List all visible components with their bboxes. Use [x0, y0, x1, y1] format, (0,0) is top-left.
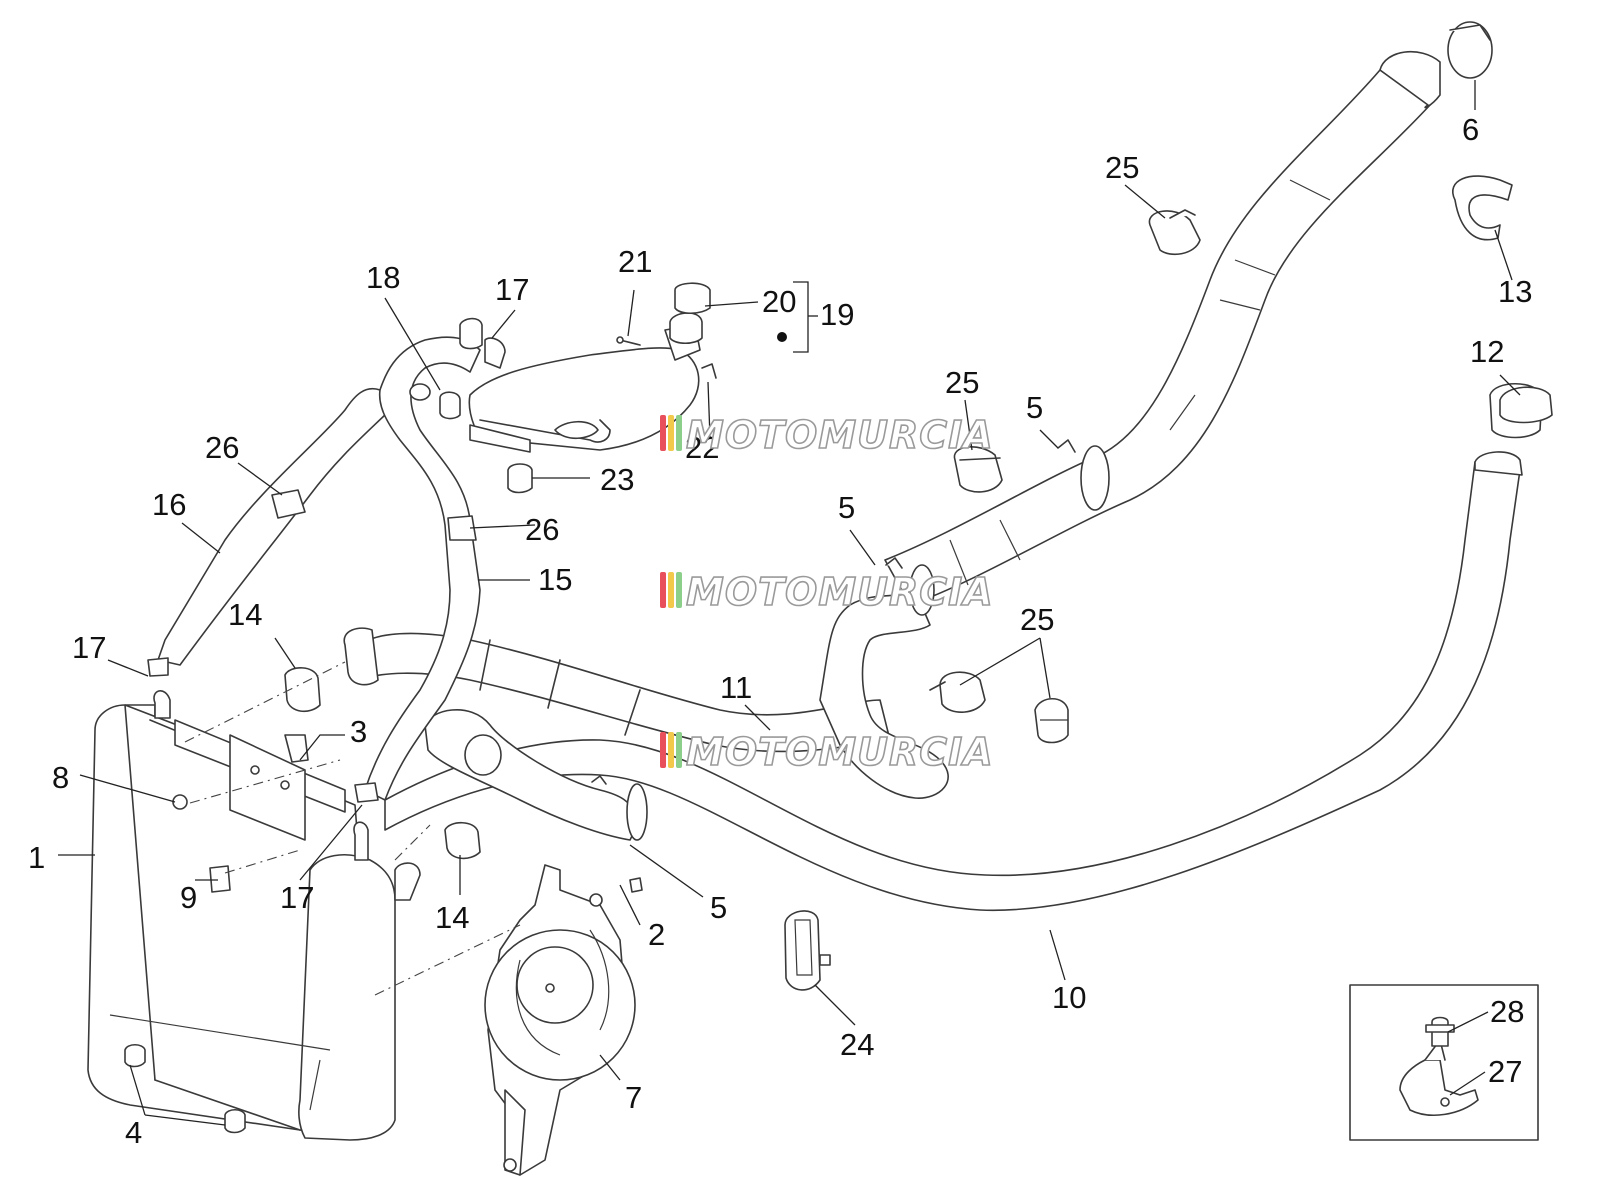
callout-2: 2 [648, 917, 665, 952]
watermark-text: MOTOMURCIA [686, 413, 994, 457]
watermark-stripe-red [660, 415, 666, 451]
callout-17-bottom: 17 [280, 880, 314, 915]
callout-9: 9 [180, 880, 197, 915]
watermark-text: MOTOMURCIA [686, 570, 994, 614]
callout-4: 4 [125, 1115, 142, 1150]
radiator [87, 690, 421, 1141]
callout-17-left: 17 [72, 630, 106, 665]
callout-3: 3 [350, 714, 367, 749]
hose-upper-run [884, 50, 1441, 616]
assembly-lines [184, 661, 521, 996]
callout-25-lower: 25 [1020, 602, 1054, 637]
watermark-stripe-yellow [668, 415, 674, 451]
callout-5-bottom: 5 [710, 890, 727, 925]
callout-17-top: 17 [495, 272, 529, 307]
expansion-tank [468, 282, 711, 453]
callout-13: 13 [1498, 274, 1532, 309]
callout-19: 19 [820, 297, 854, 332]
watermark-stripe-yellow [668, 572, 674, 608]
watermark-stripe-red [660, 572, 666, 608]
callout-22: 22 [685, 430, 719, 465]
bracket-19 [777, 281, 818, 353]
callout-15: 15 [538, 562, 572, 597]
callout-14-upper: 14 [228, 597, 262, 632]
watermark-stripe-yellow [668, 732, 674, 768]
watermark-top: MOTOMURCIA [660, 412, 994, 458]
callout-23: 23 [600, 462, 634, 497]
hoses-upper-left [147, 317, 506, 803]
watermark-bottom: MOTOMURCIA [660, 729, 994, 775]
callout-18: 18 [366, 260, 400, 295]
fan-assembly [484, 864, 636, 1176]
hose-lower-bend [424, 709, 648, 841]
callout-26-right: 26 [525, 512, 559, 547]
callout-24: 24 [840, 1027, 874, 1062]
watermark-middle: MOTOMURCIA [660, 569, 994, 615]
callout-5-upper: 5 [1026, 390, 1043, 425]
callout-11: 11 [720, 670, 752, 705]
callout-8: 8 [52, 760, 69, 795]
watermark-stripe-green [676, 572, 682, 608]
leader-lines [58, 80, 1521, 1126]
clamps [124, 21, 1553, 1134]
callout-5-middle: 5 [838, 490, 855, 525]
watermark-stripe-green [676, 415, 682, 451]
callout-1: 1 [28, 840, 45, 875]
callout-21: 21 [618, 244, 652, 279]
callout-labels: 1 2 3 4 5 5 5 6 7 8 9 10 11 12 13 14 14 … [28, 112, 1532, 1150]
hose-11 [343, 589, 949, 799]
callout-12: 12 [1470, 334, 1504, 369]
callout-6: 6 [1462, 112, 1479, 147]
detail-inset [1349, 984, 1539, 1141]
callout-7: 7 [625, 1080, 642, 1115]
callout-20: 20 [762, 284, 796, 319]
watermark-stripe-red [660, 732, 666, 768]
watermark-text: MOTOMURCIA [686, 730, 994, 774]
callout-14-lower: 14 [435, 900, 469, 935]
callout-28: 28 [1490, 994, 1524, 1029]
watermark-stripe-green [676, 732, 682, 768]
callout-25-middle: 25 [945, 365, 979, 400]
callout-27: 27 [1488, 1054, 1522, 1089]
callout-10: 10 [1052, 980, 1086, 1015]
callout-26-left: 26 [205, 430, 239, 465]
callout-16: 16 [152, 487, 186, 522]
callout-25-top: 25 [1105, 150, 1139, 185]
